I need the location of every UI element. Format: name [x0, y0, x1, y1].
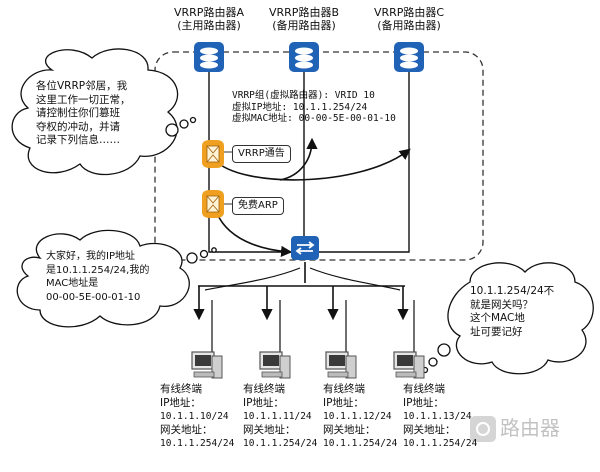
bubble-terminal-shape: [421, 262, 594, 375]
vrrp-group-info: VRRP组(虚拟路由器): VRID 10 虚拟IP地址: 10.1.1.254…: [232, 90, 396, 125]
vrrp-advert-label: VRRP通告: [232, 145, 291, 163]
terminal-1-icon: [191, 351, 223, 379]
terminal-3-ip: 10.1.1.12/24: [323, 411, 392, 422]
router-b-icon: [289, 42, 319, 72]
vrrp-advert-branch: [279, 137, 318, 181]
router-a-icon: [194, 42, 224, 72]
router-c-role: (备用路由器): [377, 19, 441, 32]
router-c-name: VRRP路由器C: [373, 6, 445, 19]
swoosh-right: [309, 267, 401, 291]
bubble-switch-shape: [16, 229, 217, 328]
watermark-text: 路由器: [500, 416, 560, 440]
terminal-3-icon: [325, 351, 357, 379]
bubble-terminal-text: 10.1.1.254/24不 就是网关吗？ 这个MAC地 址可要记好: [470, 285, 555, 338]
vrrp-group-id: VRRP组(虚拟路由器): VRID 10: [232, 90, 375, 101]
swoosh-left: [204, 267, 301, 291]
terminal-2-icon: [259, 351, 291, 379]
terminal-4-gw-label: 网关地址：: [403, 423, 456, 436]
bubble-router-a-text: 各位VRRP邻居，我 这里工作一切正常， 请控制住你们篡班 夺权的冲动，并请 记…: [36, 80, 131, 146]
watermark-logo-icon: [470, 416, 496, 442]
router-b-label: VRRP路由器B (备用路由器): [263, 6, 345, 32]
terminal-2-type: 有线终端: [243, 383, 285, 395]
bubble-switch-text: 大家好，我的IP地址 是10.1.1.254/24,我的 MAC地址是 00-0…: [46, 251, 150, 303]
link-router-c-switch: [318, 72, 410, 253]
switch-icon: [291, 236, 319, 260]
terminal-2-info: 有线终端 IP地址： 10.1.1.11/24 网关地址： 10.1.1.254…: [243, 383, 317, 451]
router-b-role: (备用路由器): [272, 19, 336, 32]
terminal-4-ip: 10.1.1.13/24: [403, 411, 472, 422]
terminal-2-ip: 10.1.1.11/24: [243, 411, 312, 422]
terminal-3-type: 有线终端: [323, 383, 365, 395]
vrrp-envelope-icon: [202, 140, 224, 168]
link-router-a-switch: [208, 72, 292, 253]
terminal-1-ip: 10.1.1.10/24: [160, 411, 229, 422]
terminal-3-info: 有线终端 IP地址： 10.1.1.12/24 网关地址： 10.1.1.254…: [323, 383, 397, 451]
terminal-1-info: 有线终端 IP地址： 10.1.1.10/24 网关地址： 10.1.1.254…: [160, 383, 234, 451]
terminal-2-ip-label: IP地址：: [243, 396, 284, 409]
terminal-4-icon: [393, 351, 425, 379]
router-a-label: VRRP路由器A (主用路由器): [168, 6, 250, 32]
router-c-label: VRRP路由器C (备用路由器): [368, 6, 450, 32]
terminal-4-type: 有线终端: [403, 383, 445, 395]
terminal-2-gw: 10.1.1.254/24: [243, 438, 318, 449]
terminal-1-gw: 10.1.1.254/24: [160, 438, 235, 449]
terminal-3-gw-label: 网关地址：: [323, 423, 376, 436]
vrrp-advert-path: [214, 148, 411, 181]
garp-label: 免费ARP: [232, 197, 284, 215]
vrrp-virtual-ip: 虚拟IP地址: 10.1.1.254/24: [232, 101, 368, 113]
bubble-router-a-shape: [11, 48, 197, 176]
terminal-1-ip-label: IP地址：: [160, 396, 201, 409]
router-b-name: VRRP路由器B: [269, 6, 339, 19]
garp-envelope-icon: [202, 190, 224, 218]
terminal-4-gw: 10.1.1.254/24: [403, 438, 478, 449]
terminal-4-info: 有线终端 IP地址： 10.1.1.13/24 网关地址： 10.1.1.254…: [403, 383, 477, 451]
terminal-3-gw: 10.1.1.254/24: [323, 438, 398, 449]
terminal-4-ip-label: IP地址：: [403, 396, 444, 409]
terminal-3-ip-label: IP地址：: [323, 396, 364, 409]
terminal-1-type: 有线终端: [160, 383, 202, 395]
terminal-2-gw-label: 网关地址：: [243, 423, 296, 436]
router-c-icon: [394, 42, 424, 72]
router-a-name: VRRP路由器A: [174, 6, 244, 19]
vrrp-virtual-mac: 虚拟MAC地址: 00-00-5E-00-01-10: [232, 113, 396, 124]
terminal-1-gw-label: 网关地址：: [160, 423, 213, 436]
router-a-role: (主用路由器): [177, 19, 241, 32]
